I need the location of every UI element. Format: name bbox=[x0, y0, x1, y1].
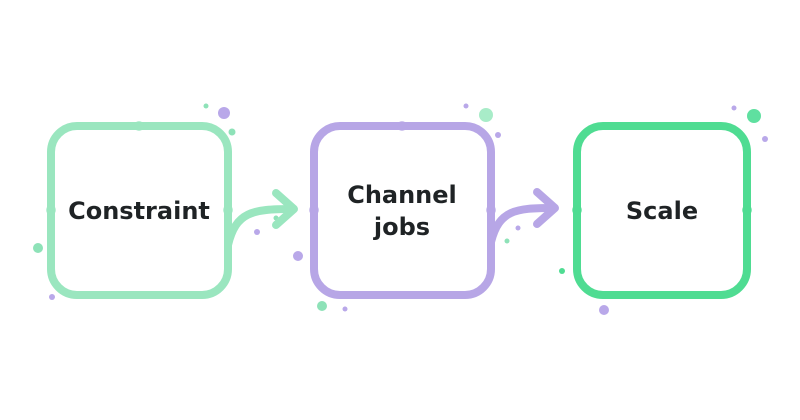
decor-dot bbox=[747, 109, 761, 123]
connector-dot bbox=[742, 205, 752, 215]
decor-dot bbox=[254, 229, 260, 235]
decor-dot bbox=[49, 294, 55, 300]
connector-dot bbox=[309, 205, 319, 215]
connector-dot bbox=[397, 121, 407, 131]
decor-dot bbox=[479, 108, 493, 122]
connector-dot bbox=[572, 205, 582, 215]
arrowhead bbox=[533, 188, 559, 228]
decorative-dots bbox=[33, 103, 768, 315]
decor-dot bbox=[228, 128, 236, 136]
decor-dot bbox=[559, 268, 565, 274]
connector-dot bbox=[134, 121, 144, 131]
decor-dot bbox=[293, 251, 303, 261]
flow-arrows bbox=[224, 188, 559, 249]
connector-dot bbox=[486, 205, 496, 215]
arrow-channel-jobs-to-scale bbox=[487, 204, 556, 246]
arrow-constraint-to-channel-jobs bbox=[224, 205, 296, 249]
step-label-jobs: jobs bbox=[373, 213, 430, 241]
decor-dot bbox=[495, 132, 501, 138]
box-connectors bbox=[46, 121, 752, 215]
decor-dot bbox=[504, 238, 510, 244]
arrowhead bbox=[272, 189, 298, 229]
connector-dot bbox=[46, 205, 56, 215]
decor-dot bbox=[762, 136, 768, 142]
step-box-channel-jobs bbox=[310, 122, 495, 299]
decor-dot bbox=[342, 306, 348, 312]
step-label-constraint: Constraint bbox=[68, 197, 210, 225]
step-label-scale: Scale bbox=[626, 197, 698, 225]
decor-dot bbox=[599, 305, 609, 315]
decor-dot bbox=[218, 107, 230, 119]
step-label-channel: Channel bbox=[347, 181, 457, 209]
step-labels: Constraint Channel jobs Scale bbox=[68, 181, 698, 241]
decor-dot bbox=[317, 301, 327, 311]
decor-dot bbox=[731, 105, 737, 111]
connector-dot bbox=[223, 205, 233, 215]
decor-dot bbox=[203, 103, 209, 109]
decor-dot bbox=[515, 225, 521, 231]
decor-dot bbox=[463, 103, 469, 109]
decor-dot bbox=[33, 243, 43, 253]
